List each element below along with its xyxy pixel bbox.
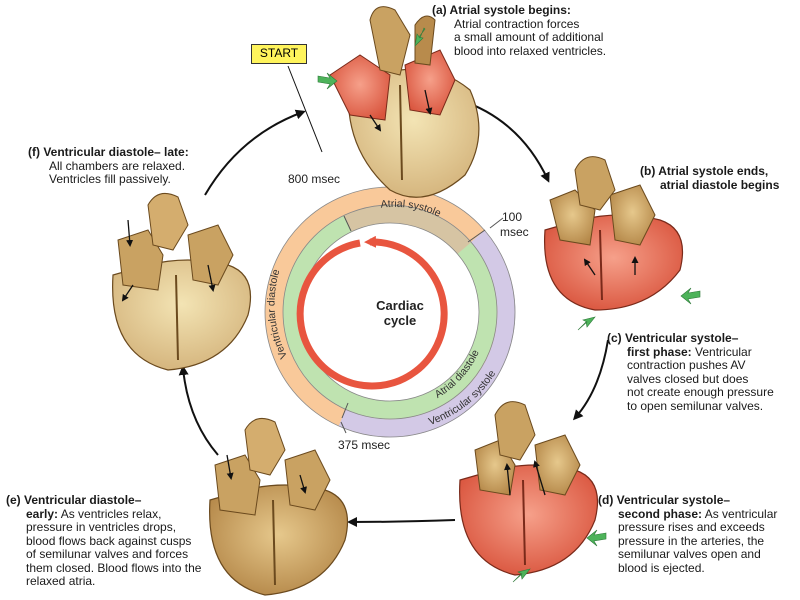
- phase-c-label: (c) Ventricular systole– first phase: Ve…: [607, 331, 797, 413]
- phase-c-line0: Ventricular: [695, 344, 752, 359]
- tick-100-msec: msec: [500, 225, 529, 239]
- start-pointer-line: [287, 65, 323, 153]
- heart-illustration-a: [329, 6, 480, 198]
- phase-e-line3: of semilunar valves and forces: [26, 547, 189, 561]
- heart-illustration-e: [209, 417, 349, 596]
- ring-ventricular-systole: [338, 230, 516, 438]
- green-arrow-icon: [680, 287, 701, 305]
- phase-d-title1: (d) Ventricular systole–: [598, 493, 731, 507]
- phase-e-title2: early:: [26, 506, 59, 521]
- phase-d-label: (d) Ventricular systole– second phase: A…: [598, 493, 798, 575]
- green-arrow-icon: [586, 529, 607, 547]
- heart-illustration-f: [112, 192, 252, 371]
- phase-e-line5: relaxed atria.: [26, 574, 96, 588]
- phase-f-title: (f) Ventricular diastole– late:: [28, 145, 189, 159]
- phase-d-title2: second phase:: [618, 506, 703, 521]
- arrow-d-to-e: [347, 516, 456, 527]
- tick-375-msec: 375 msec: [338, 438, 391, 452]
- phase-e-title1: (e) Ventricular diastole–: [6, 493, 142, 507]
- phase-e-label: (e) Ventricular diastole– early: As vent…: [6, 493, 221, 589]
- ring-atrial-systole: [344, 205, 472, 255]
- green-arrow-icon: [512, 568, 531, 583]
- phase-e-line2: blood flows back against cusps: [26, 533, 192, 548]
- center-title-line2: cycle: [383, 313, 417, 328]
- phase-a-line3: blood into relaxed ventricles.: [454, 43, 607, 58]
- arrow-f-to-a: [204, 109, 306, 196]
- phase-a-line2: a small amount of additional: [454, 30, 604, 44]
- phase-b-title1: (b) Atrial systole ends,: [640, 164, 769, 178]
- phase-f-line1: All chambers are relaxed.: [49, 158, 186, 173]
- phase-d-line0: As ventricular: [704, 506, 778, 521]
- phase-c-line4: to open semilunar valves.: [627, 398, 764, 413]
- green-arrow-icon: [414, 27, 426, 47]
- phase-e-line1: pressure in ventricles drops,: [26, 520, 177, 534]
- phase-b-label: (b) Atrial systole ends, atrial diastole…: [640, 164, 790, 192]
- inner-cycle-arrow: [296, 235, 448, 390]
- center-title: Cardiac cycle: [355, 298, 445, 328]
- phase-e-line0: As ventricles relax,: [60, 506, 162, 521]
- phase-d-line3: semilunar valves open and: [618, 547, 761, 561]
- phase-f-label: (f) Ventricular diastole– late: All cham…: [28, 145, 238, 187]
- phase-c-line1: contraction pushes AV: [627, 358, 746, 372]
- phase-c-title1: (c) Ventricular systole–: [607, 331, 739, 345]
- phase-c-line3: not create enough pressure: [627, 385, 774, 399]
- arrow-c-to-d: [573, 339, 609, 421]
- phase-e-line4: them closed. Blood flows into the: [26, 560, 202, 575]
- phase-a-title: (a) Atrial systole begins:: [432, 3, 571, 17]
- phase-a-label: (a) Atrial systole begins: Atrial contra…: [432, 3, 632, 58]
- arrow-e-to-f: [178, 365, 219, 456]
- heart-illustration-d: [459, 401, 599, 576]
- green-arrow-icon: [577, 316, 596, 331]
- heart-illustration-b: [543, 156, 684, 311]
- phase-d-line2: pressure in the arteries, the: [618, 533, 765, 548]
- phase-a-line1: Atrial contraction forces: [454, 16, 580, 31]
- phase-f-line2: Ventricles fill passively.: [49, 172, 171, 186]
- tick-800-msec: 800 msec: [288, 172, 341, 186]
- phase-b-title2: atrial diastole begins: [660, 177, 780, 192]
- phase-d-line1: pressure rises and exceeds: [618, 520, 765, 534]
- cycle-rings: [264, 186, 516, 438]
- green-pressure-arrows: [317, 27, 701, 583]
- start-label: START: [251, 44, 307, 64]
- phase-c-title2: first phase:: [627, 344, 692, 359]
- cycle-arrows: [178, 65, 609, 527]
- phase-c-line2: valves closed but does: [627, 371, 749, 386]
- tick-100: 100: [502, 210, 523, 224]
- center-title-line1: Cardiac: [376, 298, 424, 313]
- green-arrow-icon: [317, 72, 338, 90]
- phase-d-line4: blood is ejected.: [618, 560, 705, 575]
